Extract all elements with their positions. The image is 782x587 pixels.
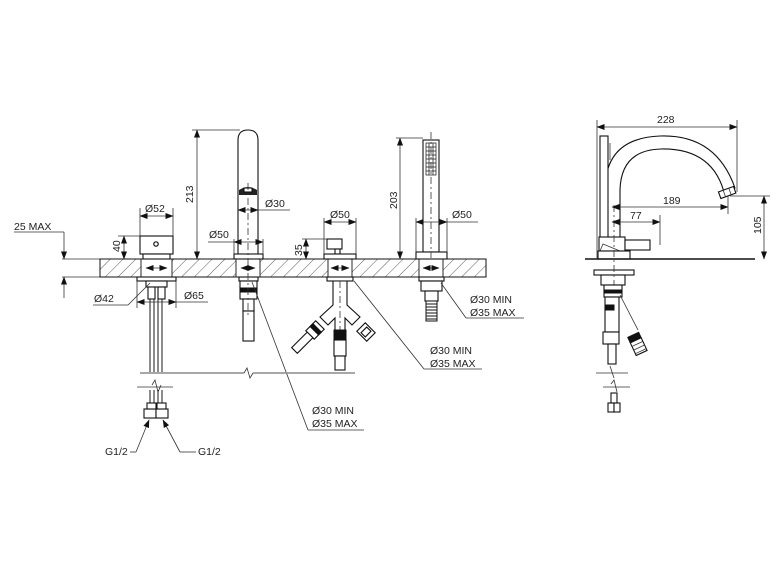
deck-section <box>99 258 487 278</box>
deck-thickness-label: 25 MAX <box>14 221 51 233</box>
deck-thickness-dimension: 25 MAX <box>14 221 100 298</box>
break-lines <box>137 367 355 394</box>
hand-shower-height-label: 203 <box>388 191 400 209</box>
connection-label-left: G1/2 <box>105 446 128 458</box>
spout-base-label: Ø50 <box>209 229 229 241</box>
hand-shower-dimensions: 203 Ø50 <box>388 137 478 260</box>
side-view: 228 189 77 105 <box>585 114 770 413</box>
spout-dimensions: 213 Ø30 Ø50 <box>184 129 290 260</box>
spout-height-label: 213 <box>184 185 196 203</box>
handle-valve <box>136 235 177 372</box>
hand-shower <box>415 132 448 322</box>
side-spout <box>585 135 755 300</box>
side-dimensions: 228 189 77 105 <box>596 114 770 260</box>
handle-base-label: Ø42 <box>94 293 114 305</box>
front-view: 25 MAX Ø52 40 Ø42 <box>14 129 524 458</box>
callout-max-label: Ø35 MAX <box>430 358 476 370</box>
diverter-dimensions: Ø50 35 <box>293 209 357 260</box>
outlet-height-label: 105 <box>752 216 764 234</box>
callout-min-label: Ø30 MIN <box>312 405 354 417</box>
hole-callout-diverter: Ø30 MIN Ø35 MAX <box>353 280 482 370</box>
handle-dimensions: Ø52 40 Ø42 Ø65 <box>93 203 208 308</box>
callout-max-label: Ø35 MAX <box>312 418 358 430</box>
callout-min-label: Ø30 MIN <box>470 294 512 306</box>
supply-connectors: G1/2 G1/2 <box>105 390 221 458</box>
diverter-height-label: 35 <box>293 244 305 256</box>
connection-label-right: G1/2 <box>198 446 221 458</box>
hand-shower-base-label: Ø50 <box>452 209 472 221</box>
callout-max-label: Ø35 MAX <box>470 307 516 319</box>
side-reach-label: 228 <box>657 114 675 126</box>
side-underbody <box>596 284 648 413</box>
handle-height-label: 40 <box>111 240 123 252</box>
spout-reach-label: 189 <box>663 195 681 207</box>
spout-outlet-label: Ø30 <box>265 198 285 210</box>
hole-callout-hand-shower: Ø30 MIN Ø35 MAX <box>440 282 524 319</box>
hole-callout-spout: Ø30 MIN Ø35 MAX <box>251 281 364 431</box>
diverter-base-label: Ø50 <box>330 209 350 221</box>
handle-reach-label: 77 <box>630 210 642 222</box>
handle-diameter-label: Ø52 <box>145 203 165 215</box>
callout-min-label: Ø30 MIN <box>430 345 472 357</box>
diverter <box>290 238 376 371</box>
spout-front <box>233 129 264 342</box>
handle-flange-label: Ø65 <box>184 290 204 302</box>
